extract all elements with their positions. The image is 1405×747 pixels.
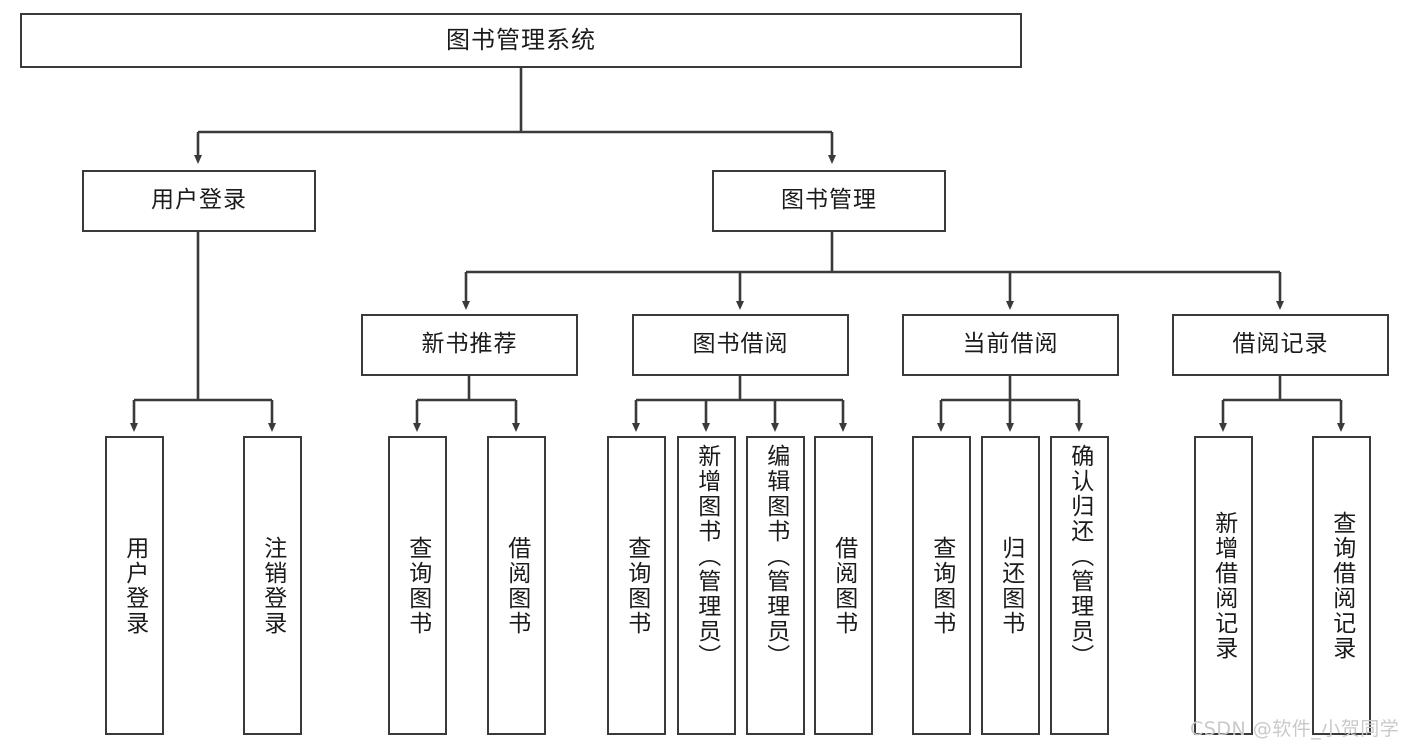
- node-new-book-recommend[interactable]: 新书推荐: [361, 314, 578, 376]
- leaf-add-borrow-record[interactable]: 新增借阅记录: [1194, 436, 1253, 735]
- csdn-watermark: CSDN @软件_小贺同学: [1190, 718, 1400, 740]
- leaf-confirm-return-admin[interactable]: 确认归还（管理员）: [1050, 436, 1109, 735]
- node-label: 图书管理系统: [446, 26, 596, 55]
- node-label: 用户登录: [121, 535, 148, 636]
- leaf-edit-book-admin[interactable]: 编辑图书（管理员）: [746, 436, 805, 735]
- node-label: 查询图书: [404, 535, 431, 636]
- node-root-book-management-system[interactable]: 图书管理系统: [20, 13, 1022, 68]
- node-label: 归还图书: [997, 535, 1024, 636]
- node-label: 用户登录: [151, 187, 247, 214]
- leaf-query-books-current[interactable]: 查询图书: [912, 436, 971, 735]
- node-book-management[interactable]: 图书管理: [712, 170, 946, 232]
- node-label: 图书借阅: [692, 331, 789, 358]
- node-label: 查询借阅记录: [1328, 510, 1355, 661]
- node-label: 图书管理: [781, 187, 877, 214]
- leaf-logout-login[interactable]: 注销登录: [243, 436, 302, 735]
- leaf-query-books-borrow[interactable]: 查询图书: [607, 436, 666, 735]
- node-label: 查询图书: [928, 535, 955, 636]
- leaf-query-books-recommend[interactable]: 查询图书: [388, 436, 447, 735]
- node-label: 注销登录: [259, 535, 286, 636]
- leaf-borrow-books-recommend[interactable]: 借阅图书: [487, 436, 546, 735]
- node-borrow-records[interactable]: 借阅记录: [1172, 314, 1389, 376]
- node-book-borrow[interactable]: 图书借阅: [632, 314, 849, 376]
- leaf-return-books[interactable]: 归还图书: [981, 436, 1040, 735]
- node-label: 新增图书（管理员）: [693, 444, 720, 669]
- node-label: 当前借阅: [962, 331, 1059, 358]
- leaf-user-login[interactable]: 用户登录: [105, 436, 164, 735]
- node-label: 借阅图书: [503, 535, 530, 636]
- node-label: 借阅记录: [1232, 331, 1329, 358]
- node-label: 编辑图书（管理员）: [762, 444, 789, 669]
- node-label: 确认归还（管理员）: [1066, 444, 1093, 669]
- node-user-login[interactable]: 用户登录: [82, 170, 316, 232]
- leaf-add-book-admin[interactable]: 新增图书（管理员）: [677, 436, 736, 735]
- leaf-query-borrow-record[interactable]: 查询借阅记录: [1312, 436, 1371, 735]
- node-label: 新书推荐: [421, 331, 518, 358]
- node-label: 查询图书: [623, 535, 650, 636]
- node-label: 借阅图书: [830, 535, 857, 636]
- leaf-borrow-books[interactable]: 借阅图书: [814, 436, 873, 735]
- node-label: 新增借阅记录: [1210, 510, 1237, 661]
- node-current-borrow[interactable]: 当前借阅: [902, 314, 1119, 376]
